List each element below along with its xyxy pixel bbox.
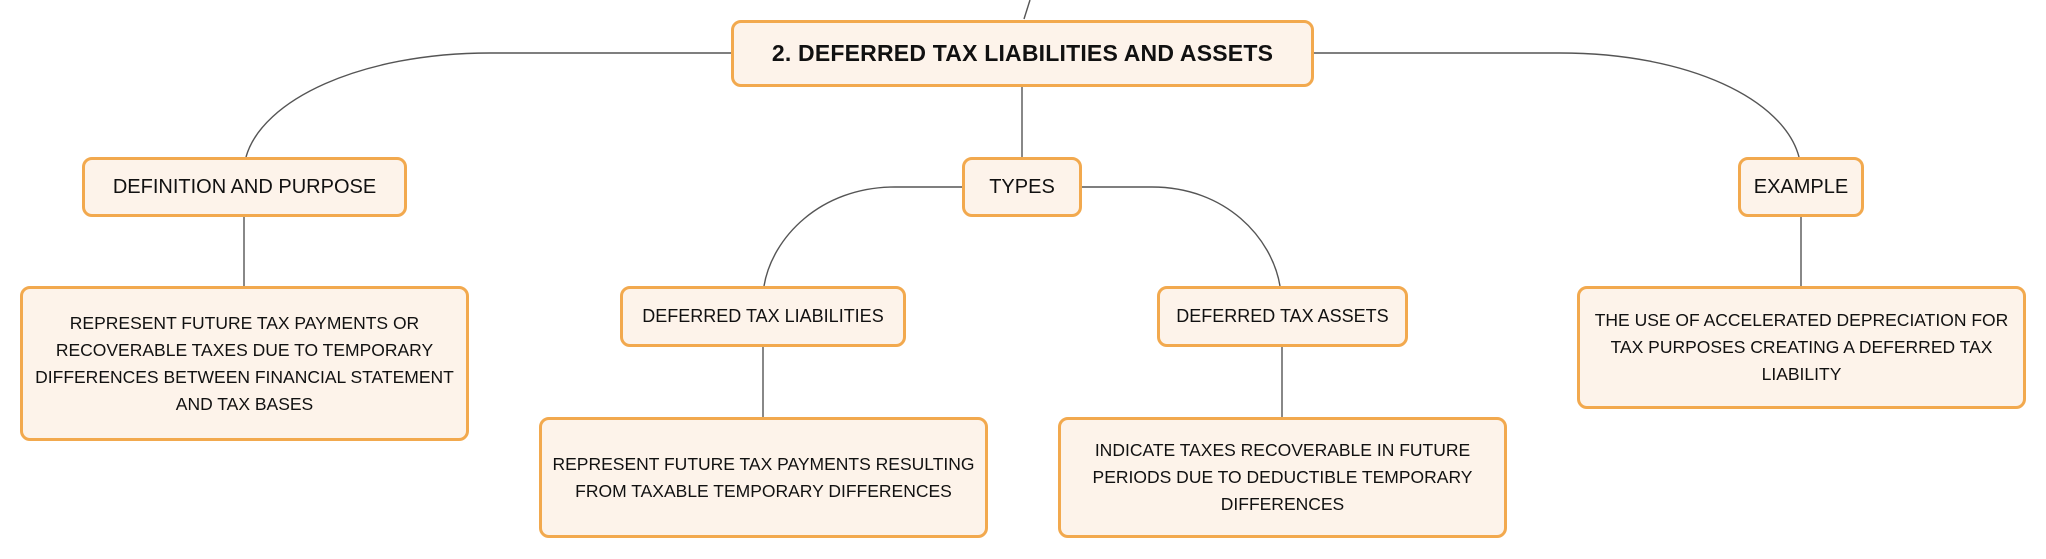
liabilities-detail-text: REPRESENT FUTURE TAX PAYMENTS RESULTING … bbox=[552, 453, 975, 501]
deferred-tax-assets-label: DEFERRED TAX ASSETS bbox=[1176, 306, 1389, 326]
definition-node[interactable]: DEFINITION AND PURPOSE bbox=[82, 157, 407, 217]
example-node[interactable]: EXAMPLE bbox=[1738, 157, 1864, 217]
example-detail-text: THE USE OF ACCELERATED DEPRECIATION FOR … bbox=[1594, 310, 2009, 384]
example-detail-node[interactable]: THE USE OF ACCELERATED DEPRECIATION FOR … bbox=[1577, 286, 2026, 409]
types-node-label: TYPES bbox=[989, 175, 1055, 198]
types-node[interactable]: TYPES bbox=[962, 157, 1082, 217]
assets-detail-text: INDICATE TAXES RECOVERABLE IN FUTURE PER… bbox=[1092, 440, 1473, 514]
deferred-tax-liabilities-label: DEFERRED TAX LIABILITIES bbox=[642, 306, 884, 326]
deferred-tax-liabilities-node[interactable]: DEFERRED TAX LIABILITIES bbox=[620, 286, 906, 347]
definition-node-label: DEFINITION AND PURPOSE bbox=[112, 175, 377, 198]
assets-detail-node[interactable]: INDICATE TAXES RECOVERABLE IN FUTURE PER… bbox=[1058, 417, 1507, 538]
example-node-label: EXAMPLE bbox=[1753, 175, 1849, 198]
deferred-tax-assets-node[interactable]: DEFERRED TAX ASSETS bbox=[1157, 286, 1408, 347]
connector-parent-to-root bbox=[1023, 0, 1031, 20]
root-node-label: 2. DEFERRED TAX LIABILITIES AND ASSETS bbox=[771, 40, 1274, 66]
connector-root-to-definition bbox=[245, 52, 731, 158]
definition-detail-node[interactable]: REPRESENT FUTURE TAX PAYMENTS OR RECOVER… bbox=[20, 286, 469, 441]
liabilities-detail-node[interactable]: REPRESENT FUTURE TAX PAYMENTS RESULTING … bbox=[539, 417, 988, 538]
connector-types-to-assets bbox=[1082, 186, 1281, 287]
definition-detail-text: REPRESENT FUTURE TAX PAYMENTS OR RECOVER… bbox=[35, 312, 454, 414]
connector-root-to-example bbox=[1314, 52, 1800, 158]
connector-types-to-liabilities bbox=[763, 186, 962, 287]
root-node[interactable]: 2. DEFERRED TAX LIABILITIES AND ASSETS bbox=[731, 20, 1314, 87]
